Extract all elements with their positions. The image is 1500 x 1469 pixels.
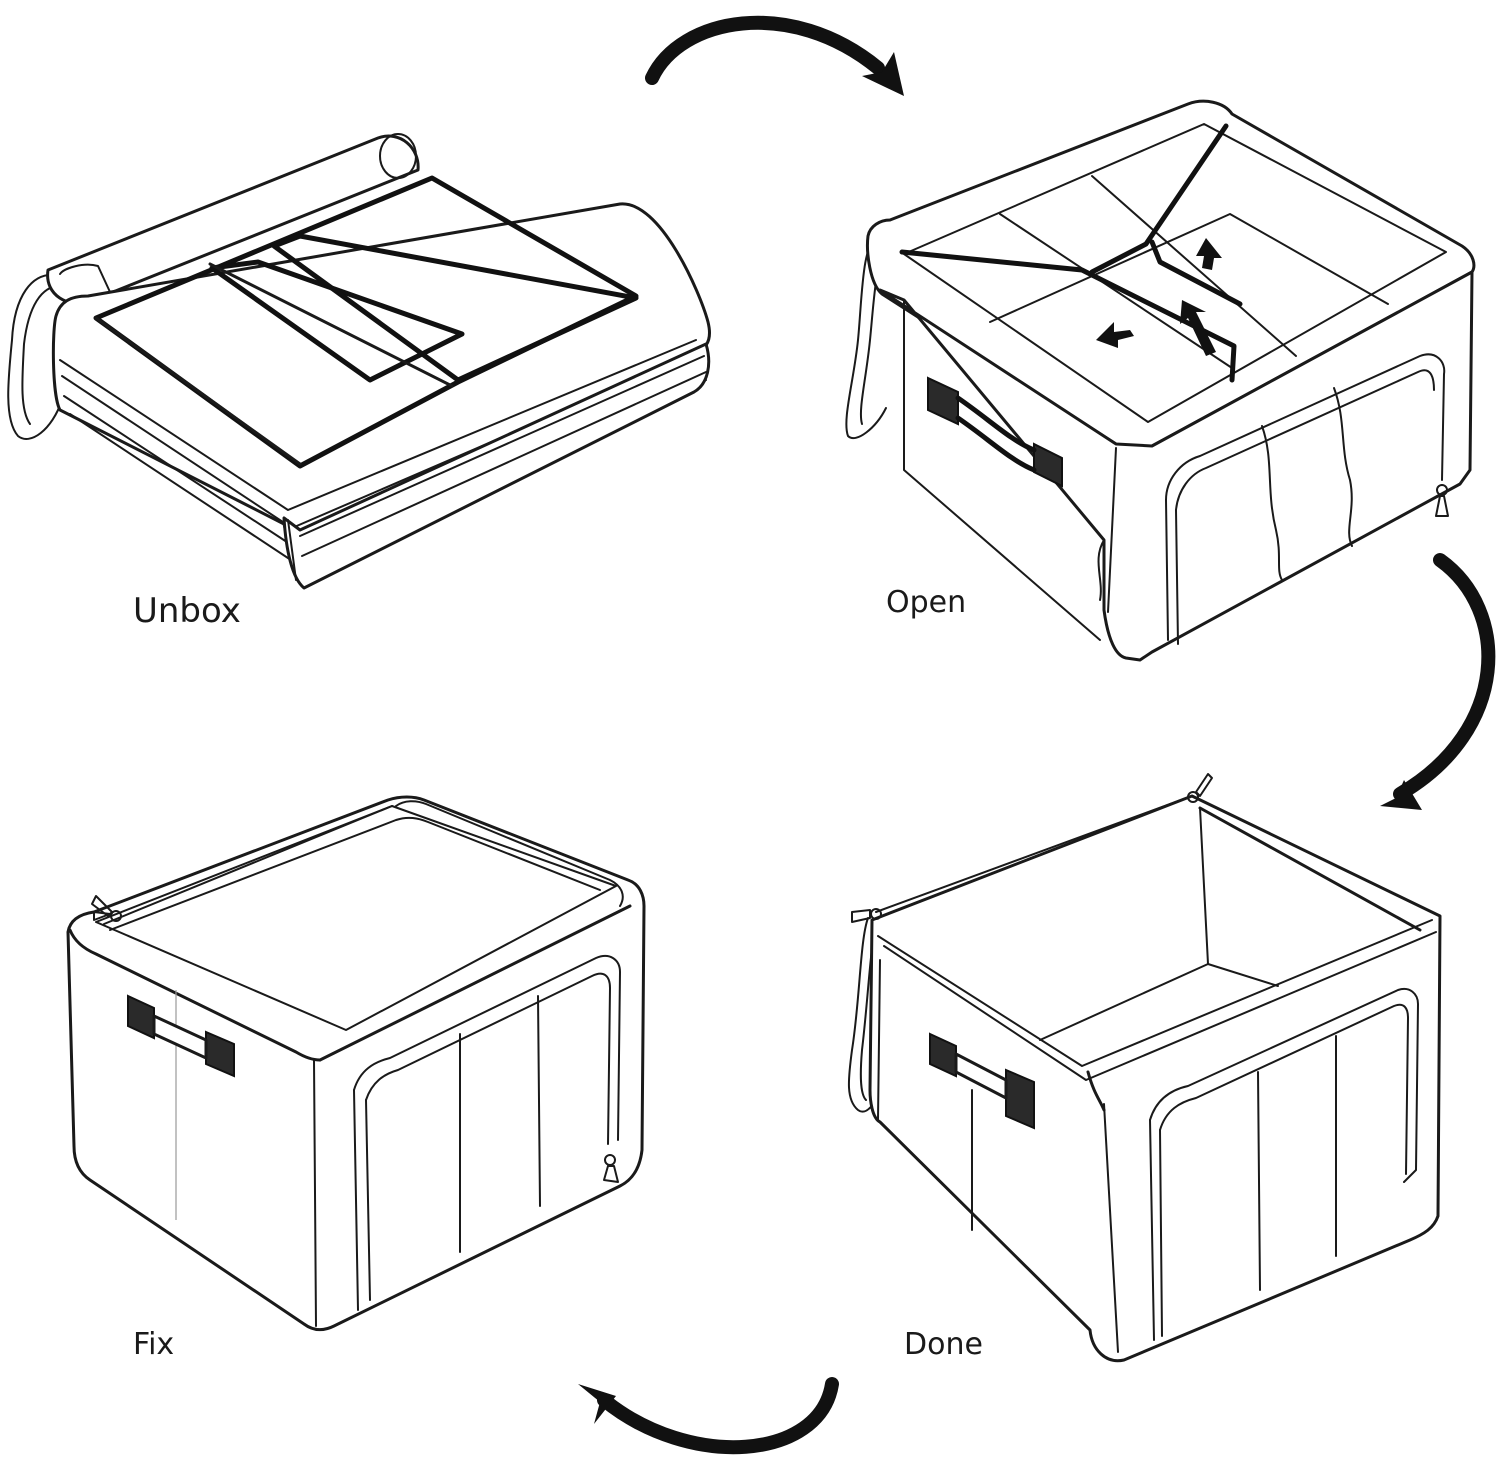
step-label-done: Done: [904, 1327, 983, 1362]
flow-arrow-done-to-fix: [578, 1377, 839, 1455]
flow-arrow-unbox-to-open: [645, 15, 904, 96]
done-illustration: [847, 773, 1442, 1363]
step-label-fix: Fix: [133, 1327, 175, 1362]
step-label-unbox: Unbox: [133, 591, 241, 631]
unbox-illustration: [7, 133, 711, 590]
step-label-open: Open: [886, 585, 967, 620]
flow-arrow-open-to-done: [1380, 553, 1496, 810]
fix-illustration: [66, 795, 646, 1332]
open-illustration: [845, 99, 1476, 662]
